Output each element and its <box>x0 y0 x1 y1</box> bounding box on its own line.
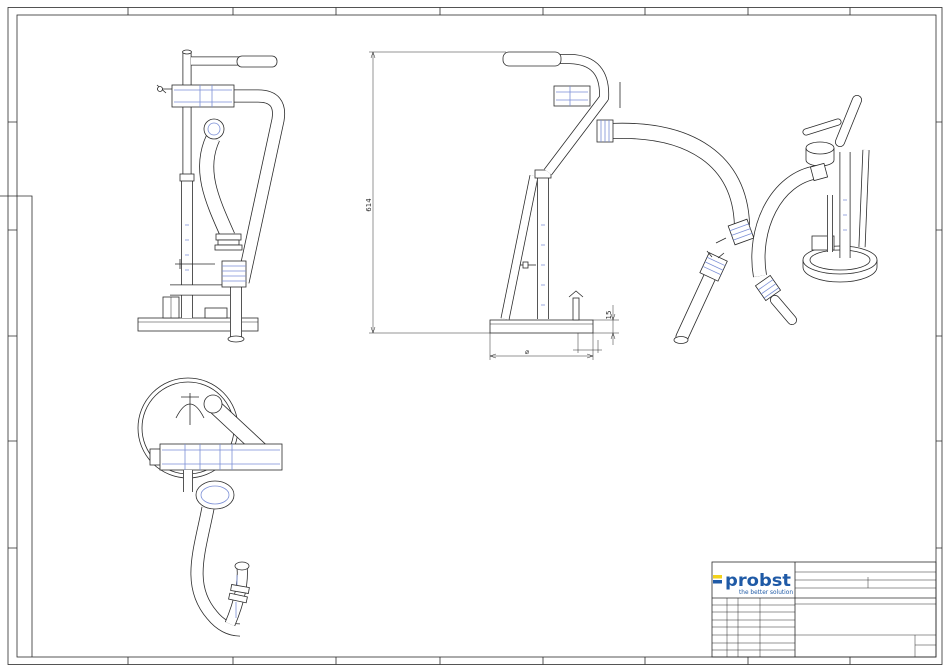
side-clamp-housing <box>172 85 234 107</box>
thickness-dimension-label: 15 <box>605 311 613 320</box>
diameter-dimension-label: ⌀ <box>525 348 529 356</box>
front-wing-nut-stem <box>573 298 579 320</box>
side-pole-cap <box>183 50 192 54</box>
top-clamp-bar <box>160 444 282 470</box>
side-tube-end-cap <box>228 336 244 342</box>
side-ball-joint <box>204 119 224 139</box>
side-pole-collar <box>180 174 194 181</box>
logo-mark-yellow-bar <box>713 575 722 579</box>
side-handle-grip <box>237 56 277 67</box>
top-hose-fitting-end <box>235 562 249 570</box>
side-hose-clamp-2 <box>218 240 239 245</box>
front-handle-grip <box>503 52 561 66</box>
side-coupling <box>222 261 246 287</box>
top-hose-clamp <box>196 481 234 509</box>
side-locking-pin-head <box>158 87 163 92</box>
front-locking-pin-head <box>523 262 528 268</box>
side-hose-clamp-3 <box>215 245 242 250</box>
logo-mark-blue-bar <box>713 580 722 584</box>
front-base-plate <box>490 320 593 333</box>
front-clamp-housing <box>554 86 590 106</box>
hose-end-cap <box>674 337 688 344</box>
iso-hose-connector <box>810 163 827 180</box>
side-hose-clamp-1 <box>216 234 241 240</box>
side-base-block <box>205 308 227 318</box>
logo-tagline: the better solution <box>739 588 793 596</box>
iso-clamp-top <box>806 142 834 154</box>
height-dimension-label: 614 <box>365 198 373 212</box>
top-elbow-end <box>204 395 222 413</box>
